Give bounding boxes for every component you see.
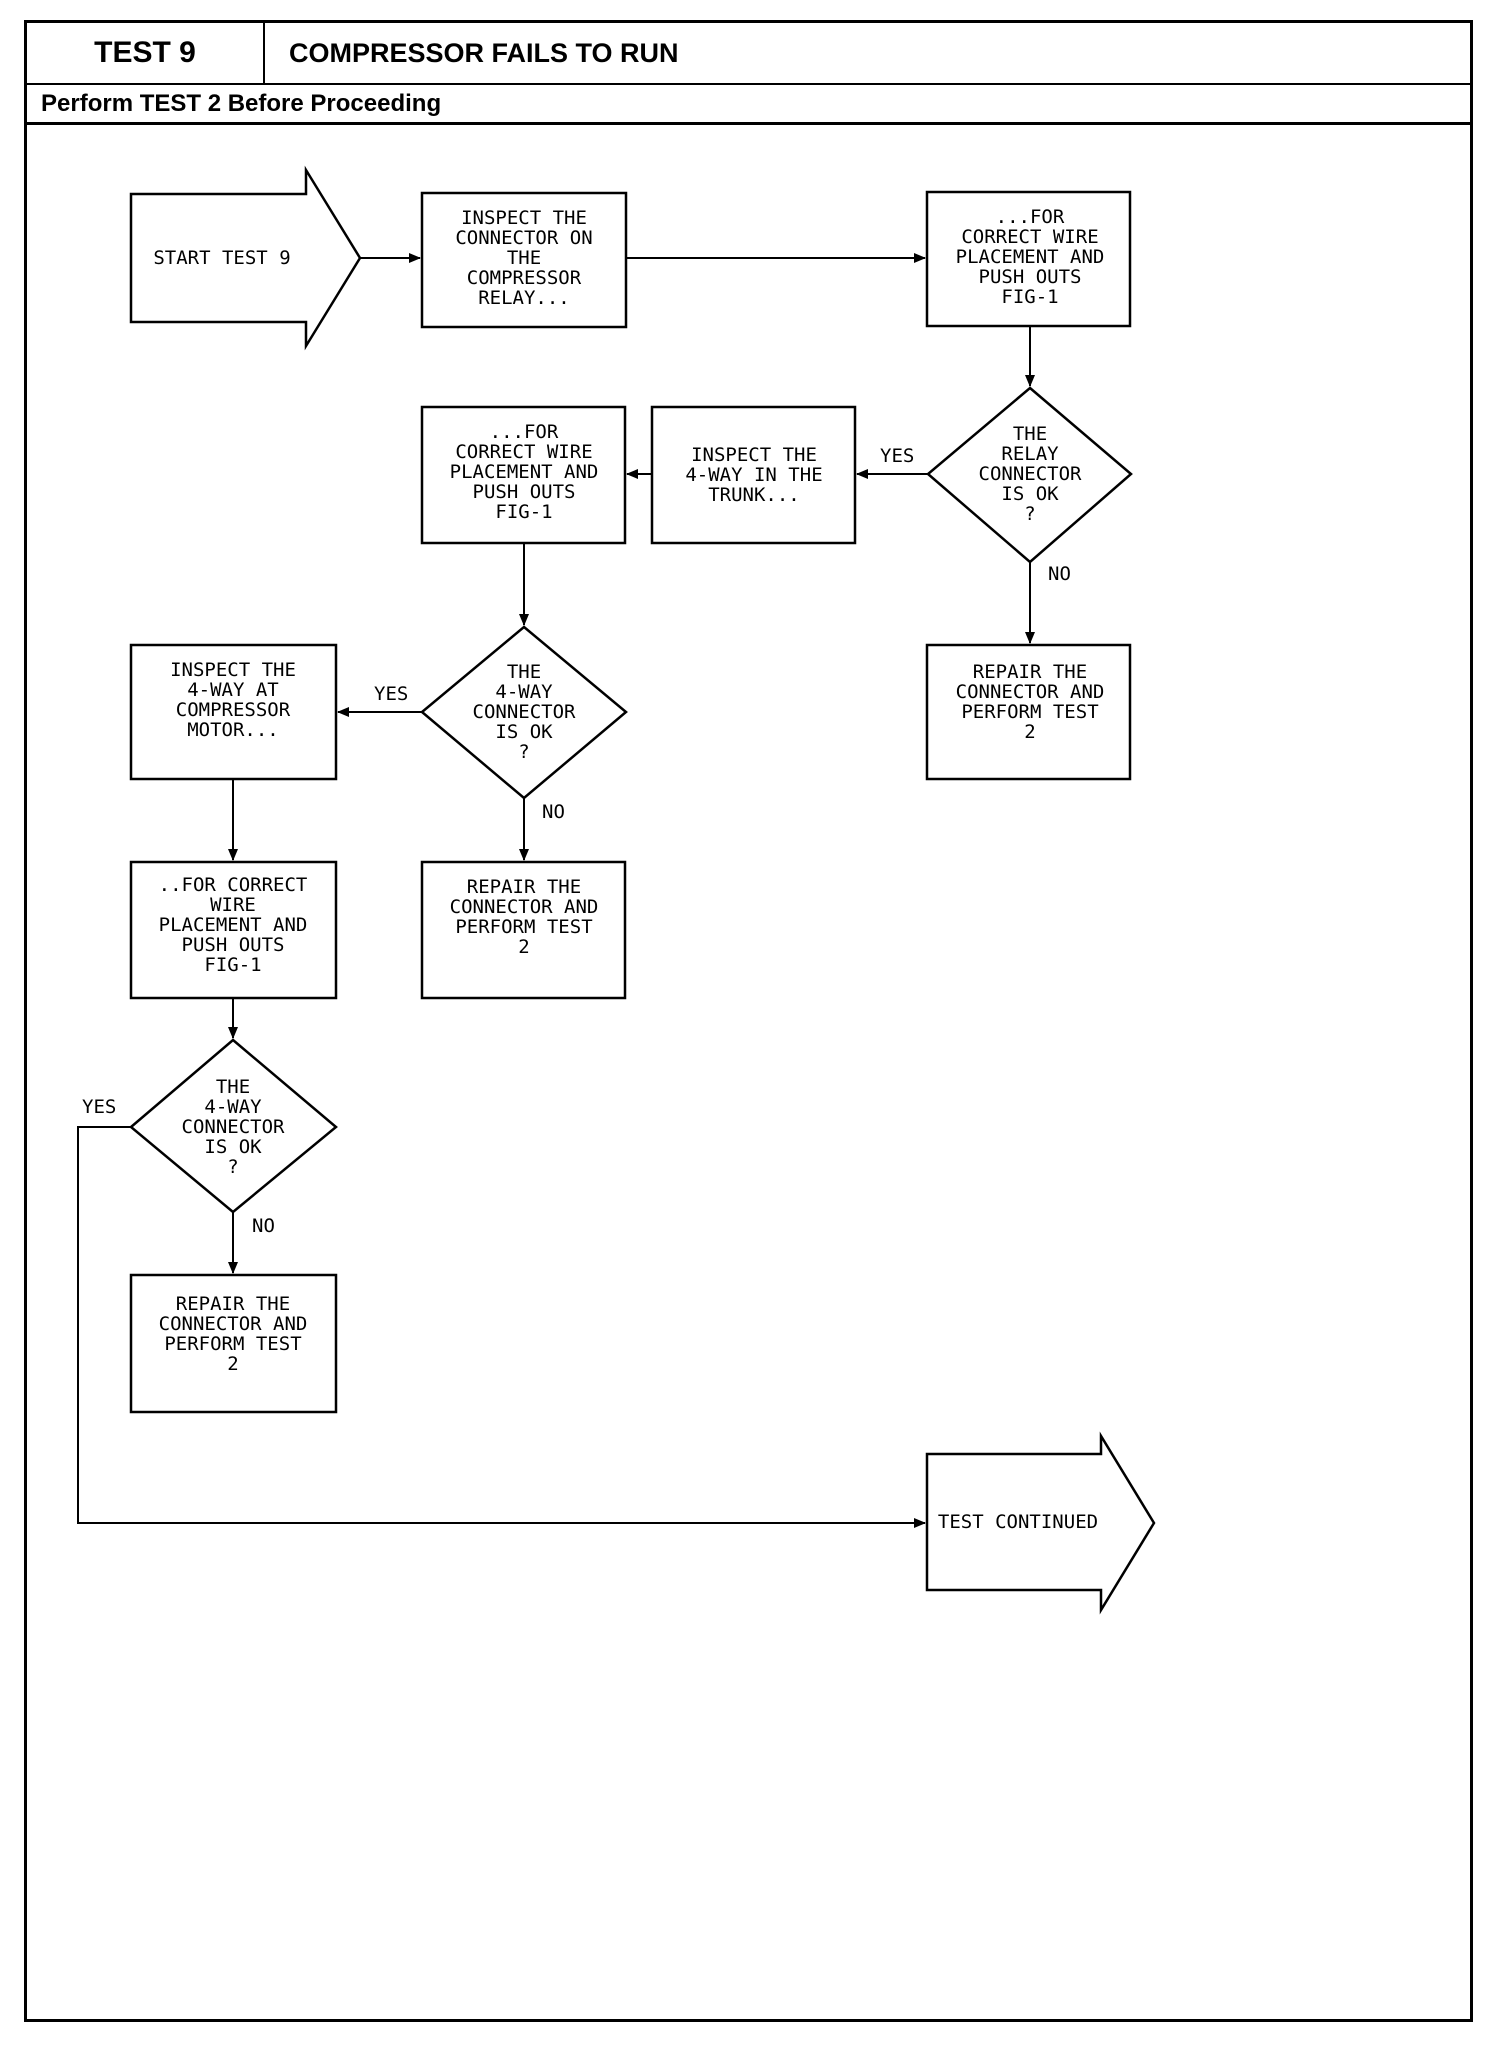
relay-wire-check-line: PUSH OUTS — [979, 266, 1082, 288]
trunk-no-label: NO — [542, 801, 565, 823]
test-title: COMPRESSOR FAILS TO RUN — [289, 37, 679, 68]
trunk-ok-line: ? — [518, 741, 529, 763]
repair-relay-line: 2 — [1024, 721, 1035, 743]
motor-ok-line: CONNECTOR — [182, 1116, 286, 1138]
repair-trunk-box — [420, 860, 627, 1000]
inspect-relay-line: RELAY... — [478, 287, 570, 309]
repair-relay-line: REPAIR THE — [973, 661, 1087, 683]
repair-motor-line: PERFORM TEST — [164, 1333, 301, 1355]
trunk-wire-check-line: CORRECT WIRE — [455, 441, 592, 463]
repair-trunk-line: CONNECTOR AND — [450, 896, 599, 918]
motor-wire-check-line: FIG-1 — [204, 954, 261, 976]
inspect-motor-line: COMPRESSOR — [176, 699, 291, 721]
motor-ok-line: THE — [216, 1076, 250, 1098]
inspect-trunk-box — [650, 405, 857, 545]
repair-relay-line: CONNECTOR AND — [956, 681, 1105, 703]
motor-wire-check-line: PLACEMENT AND — [159, 914, 308, 936]
inspect-trunk-line: TRUNK... — [708, 484, 800, 506]
inspect-relay-line: CONNECTOR ON — [455, 227, 592, 249]
trunk-wire-check-box — [420, 405, 627, 545]
repair-motor-line: CONNECTOR AND — [159, 1313, 308, 1335]
relay-ok-line: ? — [1024, 503, 1035, 525]
inspect-relay-line: INSPECT THE — [461, 207, 587, 229]
motor-ok-line: IS OK — [204, 1136, 262, 1158]
page-frame: TEST 9 COMPRESSOR FAILS TO RUN Perform T… — [24, 20, 1473, 2022]
trunk-ok-line: THE — [507, 661, 541, 683]
relay-yes-label: YES — [880, 445, 914, 467]
repair-motor-box — [129, 1273, 338, 1414]
relay-wire-check-line: FIG-1 — [1001, 286, 1058, 308]
trunk-ok-line: IS OK — [495, 721, 553, 743]
motor-wire-check-line: ..FOR CORRECT — [159, 874, 308, 896]
continued-arrow-shape — [925, 1431, 1156, 1615]
relay-ok-line: THE — [1013, 423, 1047, 445]
inspect-motor-line: INSPECT THE — [170, 659, 296, 681]
repair-motor-line: 2 — [227, 1353, 238, 1375]
motor-wire-check-line: PUSH OUTS — [182, 934, 285, 956]
start-text: START TEST 9 — [153, 247, 290, 269]
relay-wire-check-line: PLACEMENT AND — [956, 246, 1105, 268]
relay-wire-check-line: ...FOR — [996, 206, 1065, 228]
repair-trunk-line: PERFORM TEST — [455, 916, 592, 938]
motor-ok-line: ? — [227, 1156, 238, 1178]
trunk-wire-check-line: FIG-1 — [495, 501, 552, 523]
relay-wire-check-box — [925, 190, 1132, 328]
trunk-wire-check-line: PUSH OUTS — [473, 481, 576, 503]
relay-no-label: NO — [1048, 563, 1071, 585]
trunk-ok-line: 4-WAY — [495, 681, 553, 703]
repair-motor-line: REPAIR THE — [176, 1293, 290, 1315]
continued-line: TEST CONTINUED — [938, 1511, 1098, 1533]
motor-wire-check-box — [129, 860, 338, 1000]
motor-ok-line: 4-WAY — [204, 1096, 262, 1118]
trunk-wire-check-line: ...FOR — [490, 421, 559, 443]
motor-wire-check-line: WIRE — [210, 894, 256, 916]
continued-text: TEST CONTINUED — [938, 1511, 1098, 1533]
inspect-motor-box — [129, 643, 338, 781]
inspect-relay-line: THE — [507, 247, 541, 269]
relay-wire-check-line: CORRECT WIRE — [961, 226, 1098, 248]
relay-ok-line: CONNECTOR — [979, 463, 1083, 485]
repair-trunk-line: REPAIR THE — [467, 876, 581, 898]
inspect-trunk-line: 4-WAY IN THE — [685, 464, 822, 486]
inspect-relay-box — [420, 191, 628, 329]
relay-ok-line: IS OK — [1001, 483, 1059, 505]
inspect-motor-line: MOTOR... — [187, 719, 279, 741]
trunk-ok-line: CONNECTOR — [473, 701, 577, 723]
motor-no-label: NO — [252, 1215, 275, 1237]
motor-yes-label: YES — [82, 1096, 116, 1118]
repair-trunk-line: 2 — [518, 936, 529, 958]
relay-ok-line: RELAY — [1001, 443, 1059, 465]
inspect-relay-line: COMPRESSOR — [467, 267, 582, 289]
start-arrow-shape — [129, 165, 362, 351]
header-row: TEST 9 COMPRESSOR FAILS TO RUN — [27, 23, 1470, 85]
prerequisite-note: Perform TEST 2 Before Proceeding — [27, 85, 1470, 125]
repair-relay-box — [925, 643, 1132, 781]
repair-relay-line: PERFORM TEST — [961, 701, 1098, 723]
inspect-motor-line: 4-WAY AT — [187, 679, 279, 701]
trunk-yes-label: YES — [374, 683, 408, 705]
trunk-wire-check-line: PLACEMENT AND — [450, 461, 599, 483]
start-line: START TEST 9 — [153, 247, 290, 269]
inspect-trunk-line: INSPECT THE — [691, 444, 817, 466]
test-number: TEST 9 — [27, 23, 265, 83]
edge-motor-ok-yes — [77, 1126, 926, 1528]
